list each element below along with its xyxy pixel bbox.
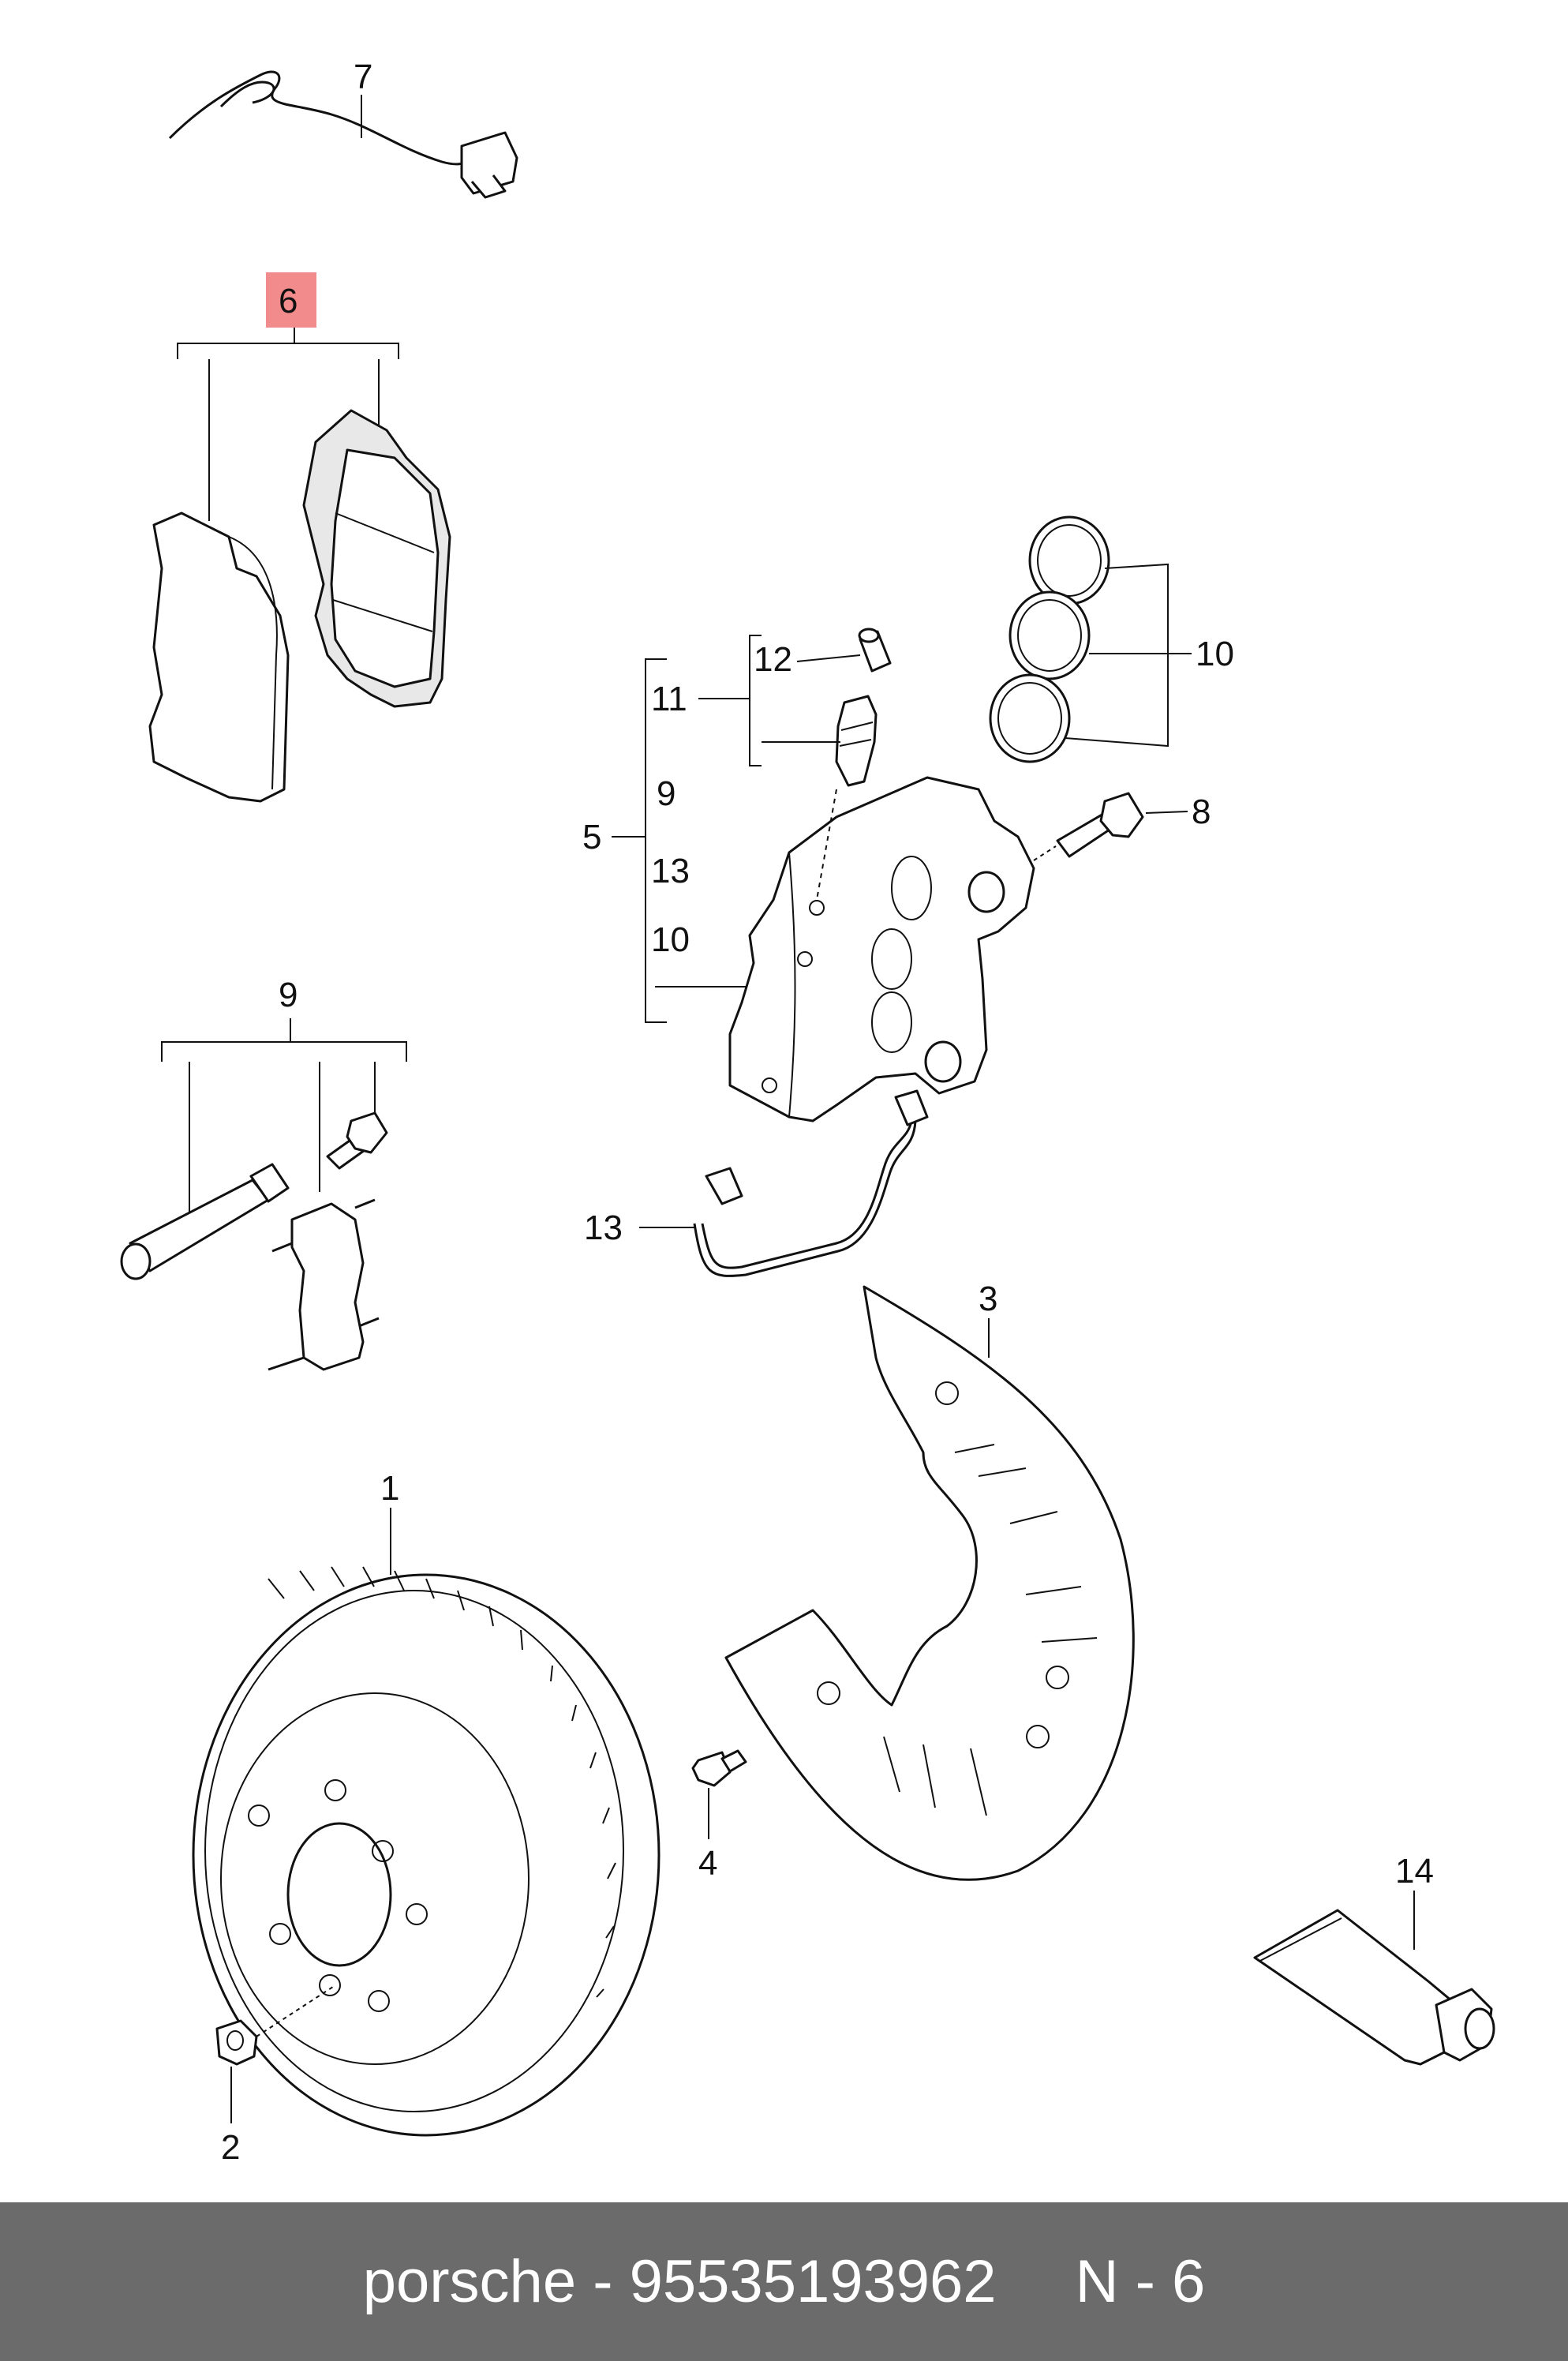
- callout-9-top: 9: [279, 976, 298, 1014]
- bleeder-valve[interactable]: [835, 695, 878, 787]
- caliper-bolt[interactable]: [1056, 792, 1144, 858]
- callout-10-rings: 10: [1196, 635, 1234, 673]
- pin-bolt[interactable]: [326, 1111, 388, 1170]
- parts-diagram: 7 6 10 12 5 11 9: [120, 58, 1495, 2167]
- brake-pad-front[interactable]: [302, 409, 451, 708]
- callout-13-group: 13: [651, 852, 690, 890]
- footer-part-text: porsche - 95535193962: [362, 2248, 997, 2315]
- bleeder-cap[interactable]: [858, 628, 892, 673]
- callout-10-group: 10: [651, 920, 690, 959]
- callout-11: 11: [651, 680, 687, 718]
- callout-6-highlight: [266, 272, 316, 328]
- callout-3: 3: [979, 1280, 997, 1318]
- brake-caliper[interactable]: [728, 776, 1035, 1122]
- seal-rings[interactable]: [989, 515, 1110, 763]
- callout-14: 14: [1395, 1852, 1434, 1891]
- callout-2: 2: [221, 2128, 240, 2167]
- shield-bolt[interactable]: [691, 1749, 747, 1787]
- callout-12: 12: [754, 640, 792, 679]
- callout-9-group: 9: [657, 774, 675, 813]
- callout-6[interactable]: 6: [279, 282, 298, 320]
- disc-screw[interactable]: [215, 2019, 258, 2066]
- wear-sensor-part[interactable]: [168, 70, 518, 199]
- anti-rattle-spring[interactable]: [268, 1198, 380, 1371]
- grease-tube[interactable]: [1253, 1909, 1495, 2066]
- brake-pad-back[interactable]: [148, 512, 290, 803]
- brake-line[interactable]: [693, 1089, 929, 1277]
- callout-4: 4: [698, 1844, 717, 1883]
- callout-13: 13: [584, 1209, 623, 1247]
- splash-shield[interactable]: [724, 1285, 1135, 1881]
- callout-5: 5: [582, 818, 601, 856]
- callout-7: 7: [354, 58, 372, 96]
- callout-1: 1: [380, 1469, 399, 1508]
- brake-disc[interactable]: [192, 1566, 661, 2137]
- footer-ref-text: N - 6: [1075, 2248, 1206, 2315]
- guide-pin[interactable]: [120, 1163, 290, 1280]
- footer-bar: porsche - 95535193962 N - 6: [0, 2202, 1568, 2361]
- callout-8: 8: [1192, 793, 1211, 831]
